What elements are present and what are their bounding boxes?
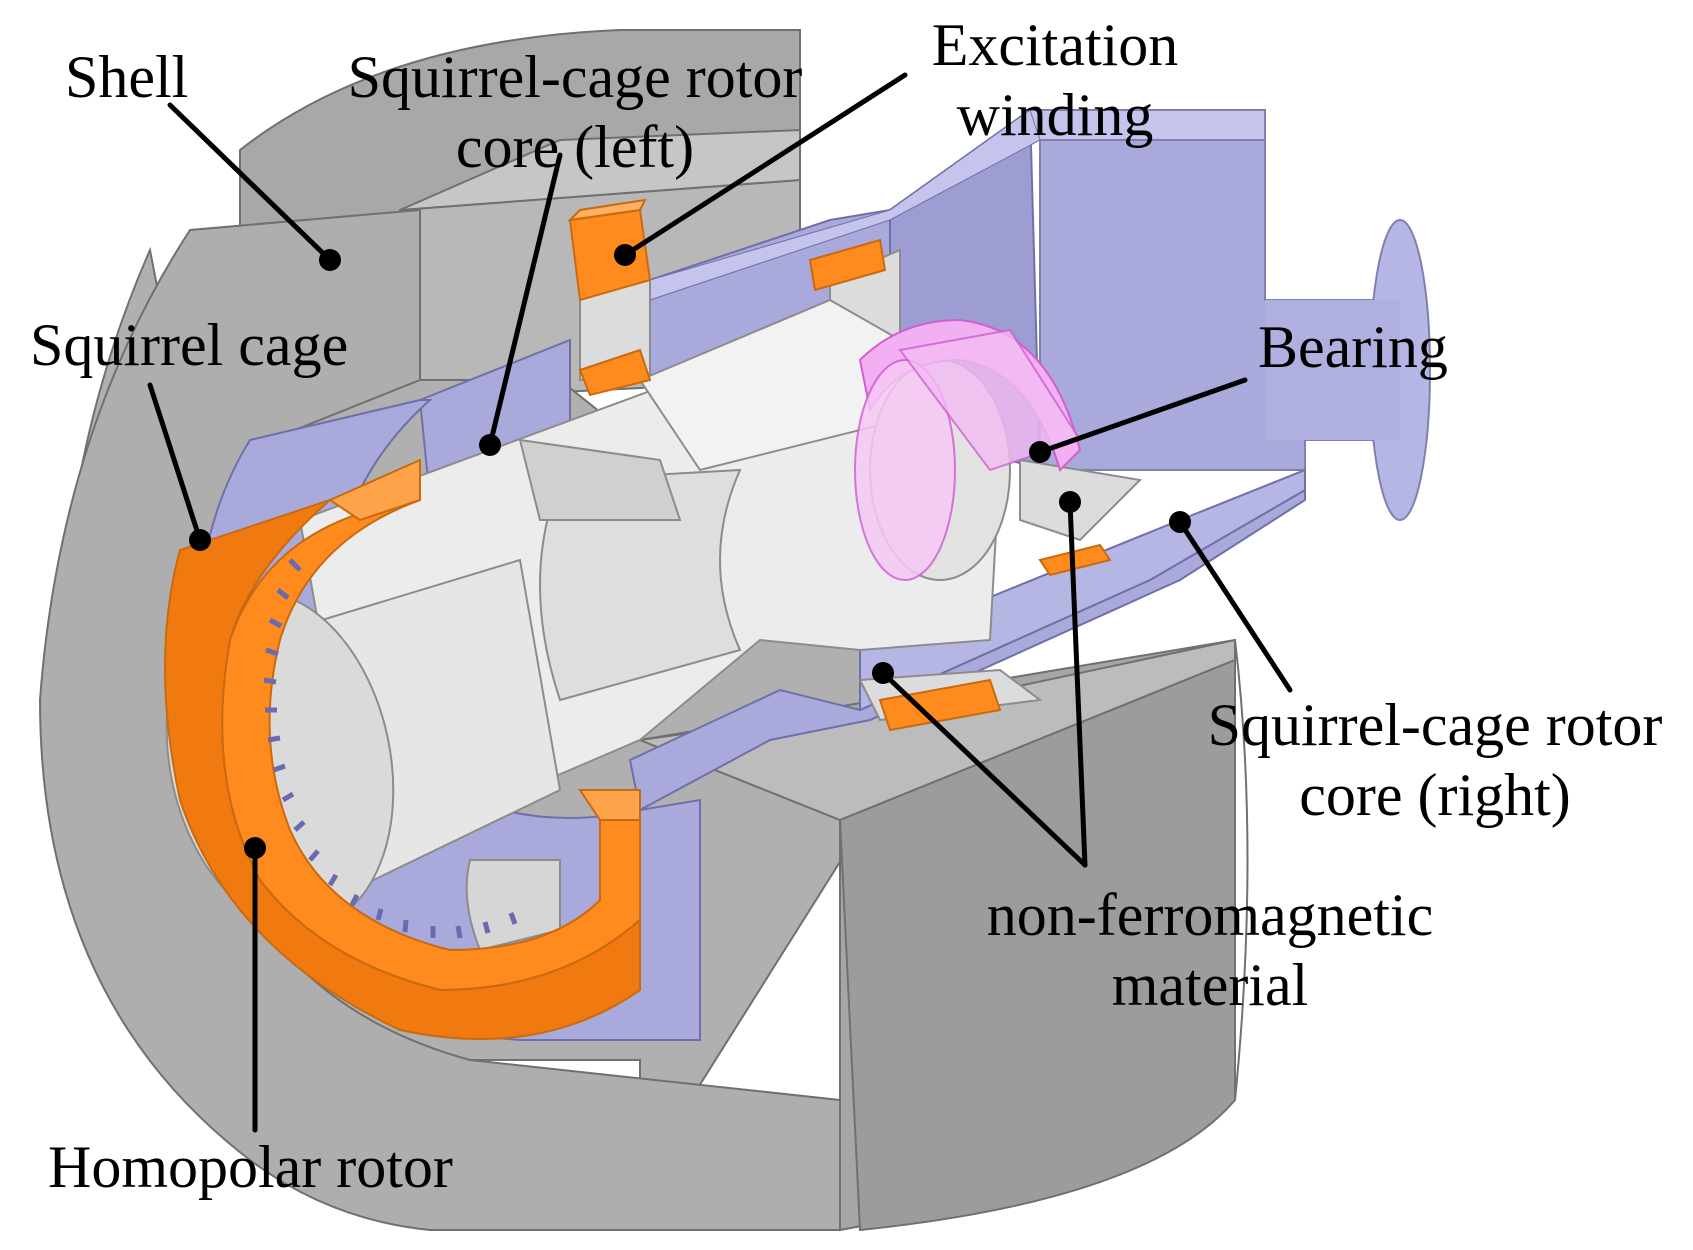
- leader-core-left: [487, 152, 563, 448]
- leader-bearing: [1037, 377, 1248, 455]
- label-squirrel-cage-rotor-core-left: Squirrel-cage rotor core (left): [325, 42, 825, 182]
- leader-nonferro-a: [880, 670, 1088, 868]
- leader-excitation: [622, 72, 908, 258]
- excitation-windings: [567, 198, 1112, 732]
- label-core-left-line1: Squirrel-cage rotor: [347, 44, 803, 110]
- label-excitation-line2: winding: [956, 82, 1154, 148]
- label-core-right-line1: Squirrel-cage rotor: [1207, 692, 1663, 758]
- label-nonferro-line1: non-ferromagnetic: [986, 882, 1434, 948]
- label-nonferro-line2: material: [1111, 952, 1309, 1018]
- leader-dots: [189, 244, 1191, 859]
- label-non-ferromagnetic-material: non-ferromagnetic material: [960, 880, 1460, 1020]
- squirrel-cage: [164, 458, 641, 1040]
- leader-nonferro-b: [1067, 499, 1088, 868]
- leader-lines: [147, 72, 1293, 1133]
- label-core-right-line2: core (right): [1299, 762, 1571, 828]
- label-excitation-winding: Excitation winding: [900, 10, 1210, 150]
- leader-squirrel-cage: [147, 382, 203, 543]
- right-shaft: [1029, 109, 1431, 521]
- leader-core-right: [1177, 519, 1293, 693]
- label-squirrel-cage-rotor-core-right: Squirrel-cage rotor core (right): [1180, 690, 1690, 830]
- label-excitation-line1: Excitation: [931, 12, 1179, 78]
- bearing: [854, 318, 1082, 581]
- label-squirrel-cage: Squirrel cage: [30, 312, 349, 378]
- label-core-left-line2: core (left): [455, 114, 695, 180]
- label-bearing: Bearing: [1258, 314, 1448, 380]
- label-homopolar-rotor: Homopolar rotor: [48, 1134, 453, 1200]
- label-shell: Shell: [65, 44, 189, 110]
- leader-shell: [167, 102, 333, 263]
